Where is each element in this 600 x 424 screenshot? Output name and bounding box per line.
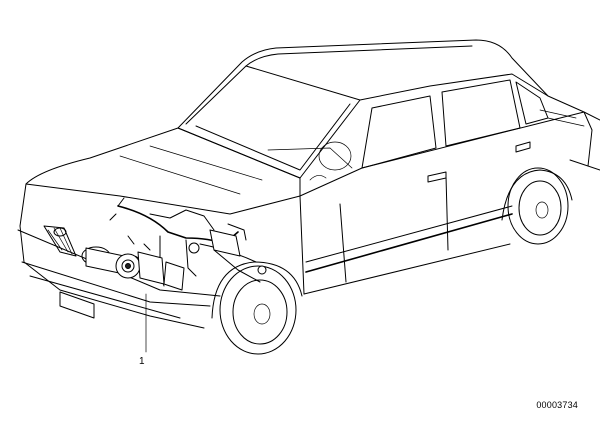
front-wheel [211, 261, 303, 355]
rear-wheel [501, 167, 573, 245]
image-id-label: 00003734 [536, 400, 578, 410]
callout-number: 1 [139, 356, 145, 367]
car-body [17, 39, 600, 329]
wiring-harness [85, 197, 267, 291]
